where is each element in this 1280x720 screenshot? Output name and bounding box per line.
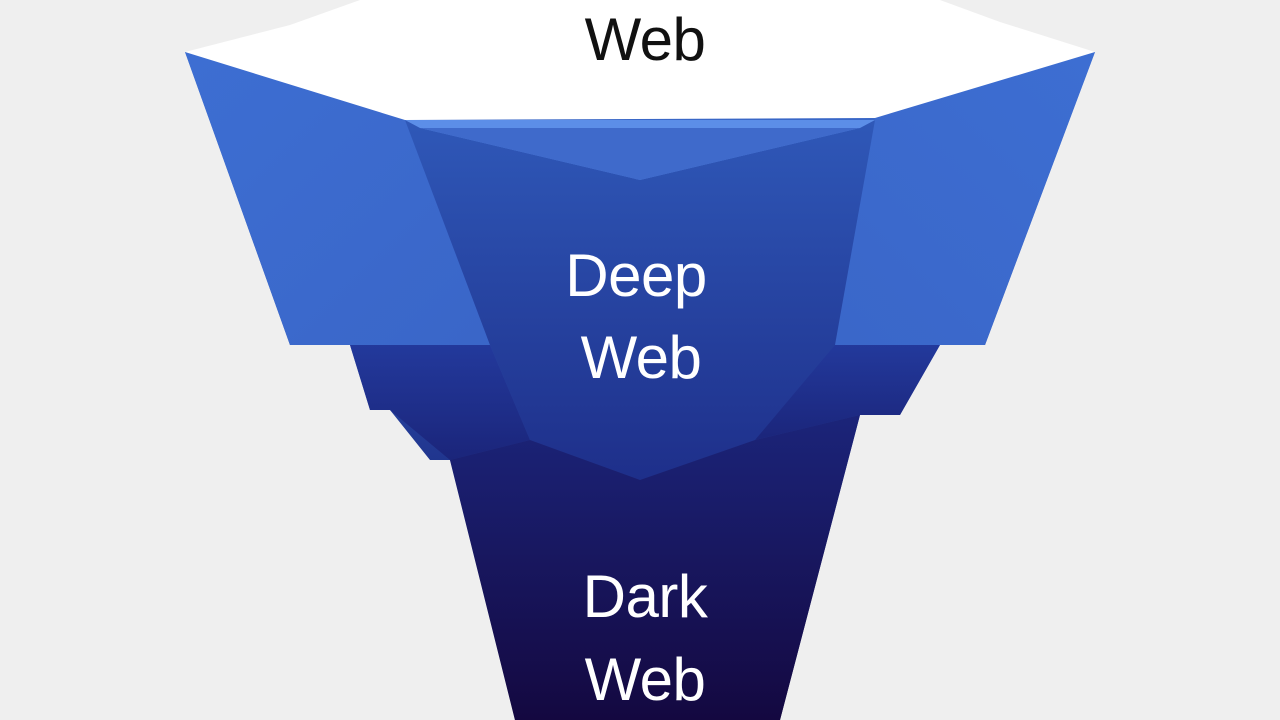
left-facet (185, 52, 490, 345)
dark-web-label-line2: Web (585, 646, 706, 713)
deep-web-top-face (420, 128, 860, 180)
dark-web-label-line1: Dark (583, 563, 709, 630)
right-facet (790, 52, 1095, 345)
deep-web-label-line2: Web (581, 324, 702, 391)
deep-web-label-line1: Deep (565, 242, 706, 309)
left-shoulder (290, 345, 530, 460)
surface-web-tip (185, 0, 1095, 120)
surface-web-label: Web (585, 6, 706, 73)
deep-web-prism (405, 120, 875, 480)
dark-web-zone (450, 415, 860, 720)
